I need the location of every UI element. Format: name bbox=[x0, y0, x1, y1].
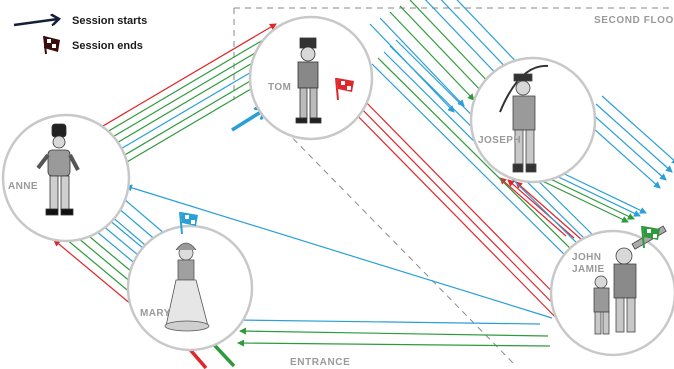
legend: Session starts Session ends bbox=[13, 15, 147, 55]
arrow-tom-joseph-5 bbox=[424, 0, 505, 83]
arrow-joseph-john-b-0 bbox=[535, 177, 629, 223]
arrow-john-joseph-1 bbox=[507, 179, 575, 239]
label-tom: TOM bbox=[268, 82, 291, 93]
arrow-joseph-john-3 bbox=[601, 95, 674, 165]
label-anne: ANNE bbox=[8, 181, 38, 192]
arrow-tom-joseph-3 bbox=[399, 5, 485, 95]
node-john-jamie bbox=[549, 229, 674, 357]
floor-boundary bbox=[233, 7, 674, 367]
arrow-anne-tom-0 bbox=[85, 23, 277, 137]
label-mary: MARY bbox=[140, 308, 171, 319]
arrow-john-anne bbox=[125, 184, 553, 319]
arrow-joseph-john-b-3 bbox=[553, 168, 647, 214]
figure-joseph bbox=[499, 64, 549, 173]
arrow-joseph-john-2 bbox=[595, 103, 673, 173]
arrow-tom-joseph-4 bbox=[409, 0, 495, 89]
arrow-joseph-john-b-2 bbox=[547, 171, 641, 217]
arrow-joseph-john-b-1 bbox=[541, 174, 635, 220]
arrow-tom-joseph-6 bbox=[440, 0, 515, 77]
arrow-john-joseph-0 bbox=[499, 177, 567, 237]
arrow-john-joseph-2 bbox=[515, 181, 583, 241]
arrow-tom-joseph-2 bbox=[389, 11, 475, 101]
session-start-arrow-icon bbox=[13, 19, 58, 27]
arrow-tom-john-blue-0 bbox=[371, 63, 581, 271]
arrow-joseph-john-0 bbox=[583, 119, 661, 189]
arrow-john-mary-0 bbox=[235, 316, 541, 325]
arrow-tom-john-red-1 bbox=[351, 98, 575, 326]
legend-session-ends: Session ends bbox=[72, 40, 143, 52]
figure-tom bbox=[295, 37, 322, 124]
entrance-label: ENTRANCE bbox=[290, 357, 350, 368]
flag-red-end bbox=[335, 77, 354, 101]
arrow-joseph-john-1 bbox=[589, 111, 667, 181]
figure-mary bbox=[164, 242, 210, 332]
arrow-john-mary-2 bbox=[237, 339, 551, 347]
arrow-tom-john-blue-1 bbox=[377, 57, 587, 265]
label-joseph: JOSEPH bbox=[478, 135, 521, 146]
arrow-anne-tom-1 bbox=[89, 29, 281, 143]
flag-green-end bbox=[641, 225, 660, 249]
arrow-tom-john-red-2 bbox=[357, 93, 581, 321]
flag-blue-end bbox=[179, 211, 198, 235]
arrow-tom-john-red-0 bbox=[345, 103, 569, 331]
entrance-arrow-blue bbox=[231, 110, 264, 132]
second-floor-label: SECOND FLOOR bbox=[594, 15, 674, 26]
arrow-tom-joseph-1 bbox=[379, 17, 465, 107]
arrow-tom-joseph-7 bbox=[456, 0, 525, 71]
figure-anne bbox=[36, 123, 80, 216]
label-john: JOHN bbox=[572, 252, 601, 263]
arrow-mary-anne-0 bbox=[53, 239, 139, 311]
arrow-anne-tom-2 bbox=[93, 35, 285, 149]
arrow-john-mary-1 bbox=[239, 327, 549, 337]
label-jamie: JAMIE bbox=[572, 264, 605, 275]
exhibit-nodes bbox=[1, 15, 674, 357]
session-end-flag-icon bbox=[43, 35, 60, 55]
legend-session-starts: Session starts bbox=[72, 15, 147, 27]
